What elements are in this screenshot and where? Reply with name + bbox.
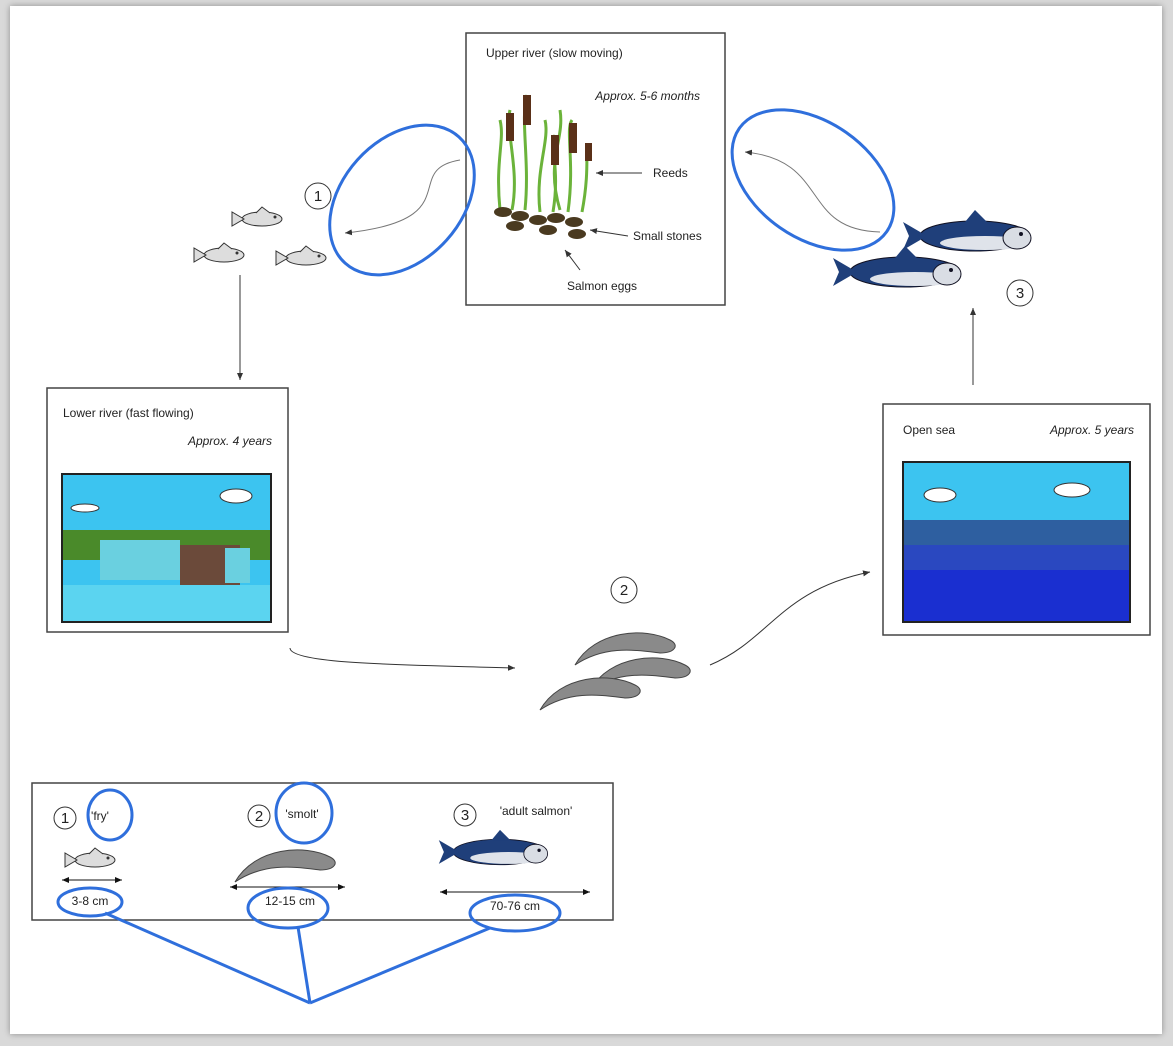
lower-river-box: Lower river (fast flowing) Approx. 4 yea… — [46, 387, 289, 633]
stage-marker-3: 3 — [1006, 279, 1034, 307]
fry-label: 'fry' — [91, 809, 109, 823]
upper-river-box: Upper river (slow moving) Approx. 5-6 mo… — [465, 32, 726, 306]
svg-text:2: 2 — [255, 808, 263, 825]
fry-size: 3-8 cm — [72, 894, 109, 908]
diagram-canvas: Upper river (slow moving) Approx. 5-6 mo… — [10, 6, 1162, 1034]
smolt-size: 12-15 cm — [265, 894, 315, 908]
arrow-smolt-to-sea — [709, 570, 871, 666]
stage-marker-2: 2 — [610, 576, 638, 604]
svg-text:3: 3 — [1016, 285, 1024, 302]
legend-highlights — [56, 781, 562, 1005]
highlight-ellipse-right — [730, 108, 896, 252]
adult-salmon-label: 'adult salmon' — [500, 804, 573, 818]
stage-marker-1: 1 — [304, 182, 332, 210]
arrow-lower-river-to-smolt — [289, 647, 516, 671]
svg-text:2: 2 — [620, 582, 628, 599]
fry-group — [193, 206, 327, 266]
arrow-adult-to-upper-river — [744, 149, 881, 233]
upper-river-duration: Approx. 5-6 months — [594, 89, 700, 103]
lower-river-duration: Approx. 4 years — [187, 434, 272, 448]
upper-river-title: Upper river (slow moving) — [486, 46, 623, 60]
lower-river-title: Lower river (fast flowing) — [63, 406, 194, 420]
reeds-label: Reeds — [653, 166, 688, 180]
svg-text:1: 1 — [314, 188, 322, 205]
waterfall-illustration — [61, 473, 272, 623]
legend-stage-adult: 3 'adult salmon' 70-76 cm — [438, 803, 590, 913]
svg-text:1: 1 — [61, 810, 69, 827]
adult-salmon-size: 70-76 cm — [490, 899, 540, 913]
salmon-eggs-label: Salmon eggs — [567, 279, 637, 293]
smolt-label: 'smolt' — [285, 807, 318, 821]
open-sea-title: Open sea — [903, 423, 955, 437]
sea-illustration — [902, 461, 1131, 623]
svg-text:3: 3 — [461, 807, 469, 824]
arrow-eggs-to-fry — [344, 159, 461, 236]
legend-stage-fry: 1 'fry' 3-8 cm — [53, 806, 122, 908]
smolt-group — [539, 632, 691, 711]
open-sea-duration: Approx. 5 years — [1049, 423, 1134, 437]
open-sea-box: Open sea Approx. 5 years — [882, 403, 1151, 636]
reeds-illustration — [497, 94, 592, 213]
small-stones-label: Small stones — [633, 229, 702, 243]
stones-illustration — [494, 207, 586, 239]
highlight-ellipse-left — [328, 123, 476, 277]
